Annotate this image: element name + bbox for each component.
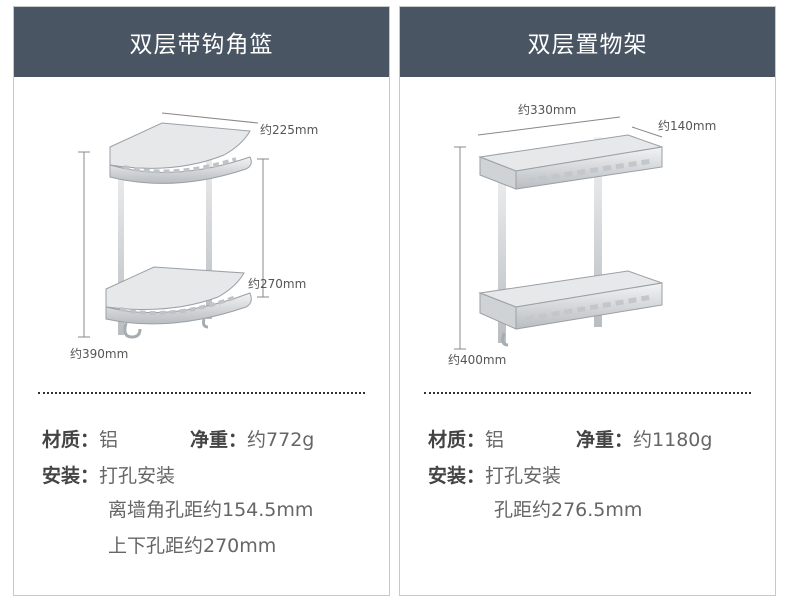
weight-row: 净重：约1180g xyxy=(576,425,712,452)
material-value: 铝 xyxy=(99,429,119,451)
material-row: 材质：铝 xyxy=(42,425,118,452)
product-title: 双层置物架 xyxy=(400,7,775,77)
weight-label: 净重： xyxy=(190,429,248,451)
product-title: 双层带钩角篮 xyxy=(14,7,389,77)
install-value: 打孔安装 xyxy=(485,465,562,487)
dimension-depth: 约140mm xyxy=(658,119,717,133)
double-shelf-illustration xyxy=(454,116,663,350)
material-value: 铝 xyxy=(485,429,505,451)
product-card-double-shelf: 双层置物架 约330mm 约140mm 约400mm xyxy=(399,6,776,596)
weight-row: 净重：约772g xyxy=(190,425,314,452)
divider xyxy=(424,392,751,394)
dimension-spacing: 约270mm xyxy=(248,277,307,291)
dimension-width: 约225mm xyxy=(260,123,319,137)
install-note-1: 离墙角孔距约154.5mm xyxy=(108,499,314,521)
install-note-2: 上下孔距约270mm xyxy=(108,535,277,557)
material-label: 材质： xyxy=(42,429,100,451)
dimension-width: 约330mm xyxy=(518,103,577,117)
divider xyxy=(38,392,365,394)
weight-value: 约772g xyxy=(247,429,315,451)
product-card-corner-basket: 双层带钩角篮 约225mm 约270mm 约390mm xyxy=(13,6,390,596)
weight-value: 约1180g xyxy=(633,429,713,451)
install-label: 安装： xyxy=(42,465,100,487)
dimension-height: 约400mm xyxy=(448,353,507,367)
material-row: 材质：铝 xyxy=(428,425,504,452)
corner-basket-illustration xyxy=(78,112,269,339)
install-row: 安装：打孔安装 xyxy=(428,461,561,488)
material-label: 材质： xyxy=(428,429,486,451)
weight-label: 净重： xyxy=(576,429,634,451)
install-label: 安装： xyxy=(428,465,486,487)
install-note-1: 孔距约276.5mm xyxy=(494,499,643,521)
install-value: 打孔安装 xyxy=(99,465,176,487)
install-row: 安装：打孔安装 xyxy=(42,461,175,488)
dimension-height: 约390mm xyxy=(70,347,129,361)
